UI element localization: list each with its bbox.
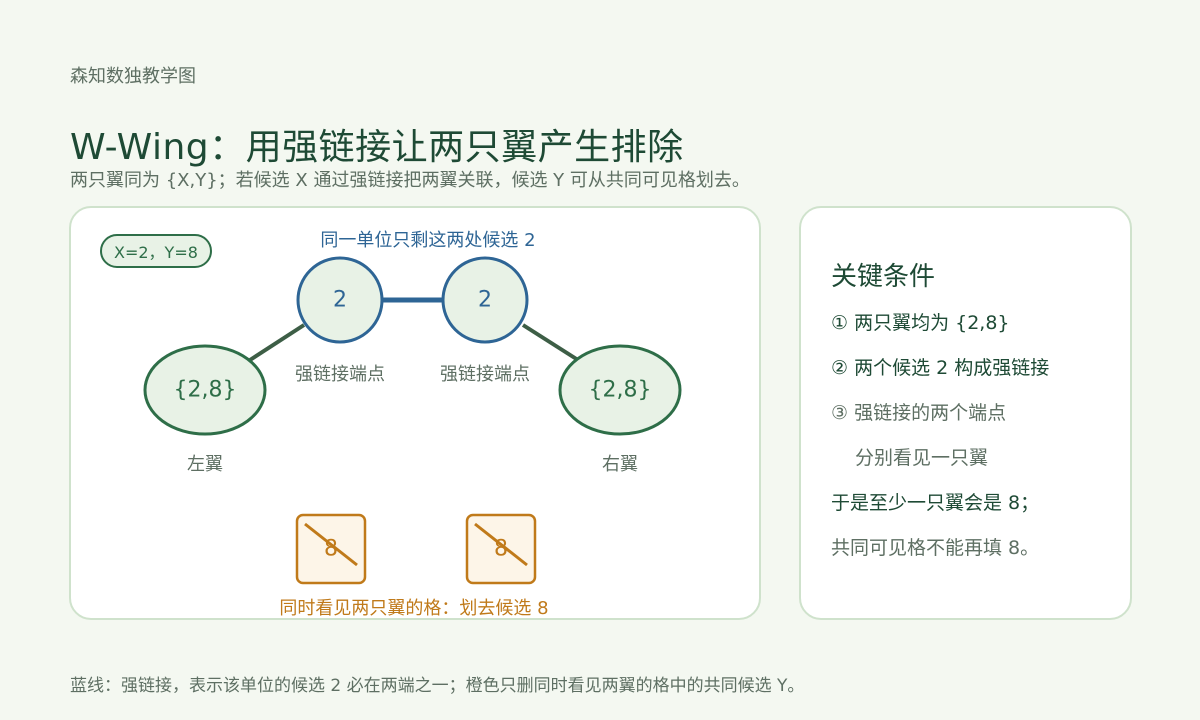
endpoint-label-right: 强链接端点	[440, 364, 530, 385]
wing-value-left: {2,8}	[173, 377, 237, 403]
wing-value-right: {2,8}	[588, 377, 652, 403]
elimination-value-right: 8	[494, 536, 508, 562]
xy-badge: X=2，Y=8	[100, 234, 212, 268]
brand-label: 森知数独教学图	[70, 66, 196, 87]
endpoint-node-left	[296, 256, 384, 344]
condition-item-3-cont: 分别看见一只翼	[855, 447, 989, 469]
diagram-panel: X=2，Y=8 同一单位只剩这两处候选 2 2 2 强链接端点 强链接端点 {2…	[69, 206, 761, 620]
footer-note: 蓝线：强链接，表示该单位的候选 2 必在两端之一；橙色只删同时看见两翼的格中的共…	[70, 676, 805, 696]
page-subtitle: 两只翼同为 {X,Y}；若候选 X 通过强链接把两翼关联，候选 Y 可从共同可见…	[70, 170, 750, 191]
strike-line-right	[474, 522, 528, 567]
weak-link-left	[248, 323, 306, 362]
condition-item-2: ② 两个候选 2 构成强链接	[831, 357, 1050, 379]
conditions-title: 关键条件	[831, 262, 936, 292]
conditions-panel: 关键条件 ① 两只翼均为 {2,8} ② 两个候选 2 构成强链接 ③ 强链接的…	[799, 206, 1132, 620]
endpoint-node-right	[441, 256, 529, 344]
wing-node-right	[558, 344, 682, 436]
wing-node-left	[143, 344, 267, 436]
weak-link-right	[521, 323, 580, 362]
endpoint-value-right: 2	[478, 287, 492, 313]
condition-conclusion-2: 共同可见格不能再填 8。	[831, 537, 1040, 559]
page-title: W-Wing：用强链接让两只翼产生排除	[70, 127, 684, 168]
endpoint-value-left: 2	[333, 287, 347, 313]
elimination-value-left: 8	[324, 536, 338, 562]
strong-link-label: 同一单位只剩这两处候选 2	[320, 230, 536, 251]
wing-label-right: 右翼	[602, 454, 638, 475]
condition-conclusion-1: 于是至少一只翼会是 8；	[831, 492, 1040, 514]
wing-label-left: 左翼	[187, 454, 223, 475]
condition-item-1: ① 两只翼均为 {2,8}	[831, 312, 1010, 334]
condition-item-3: ③ 强链接的两个端点	[831, 402, 1007, 424]
diagram-canvas	[143, 256, 682, 585]
elimination-label: 同时看见两只翼的格：划去候选 8	[279, 598, 549, 619]
strike-line-left	[304, 522, 358, 567]
endpoint-label-left: 强链接端点	[295, 364, 385, 385]
